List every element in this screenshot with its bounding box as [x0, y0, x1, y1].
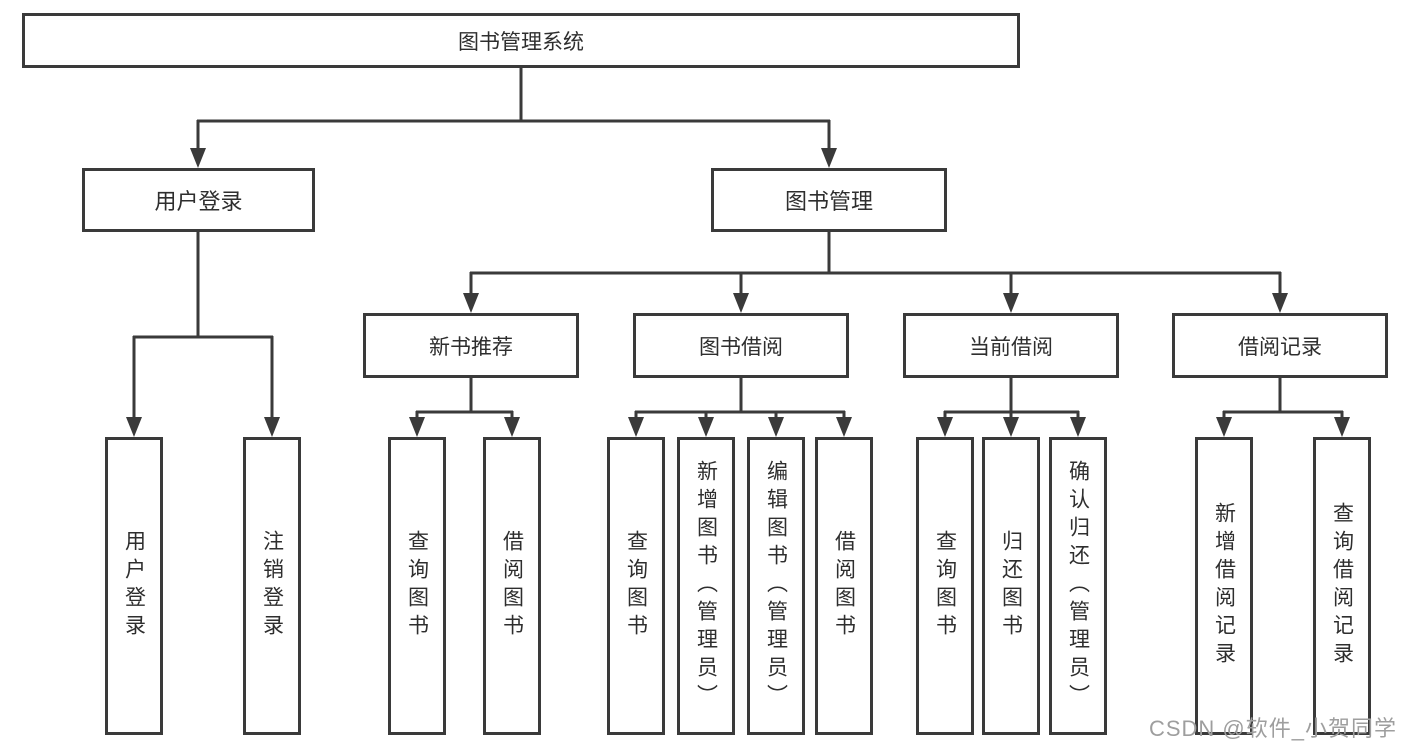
- node-user-login: 用户登录: [82, 168, 315, 232]
- node-borrow-records: 借阅记录: [1172, 313, 1388, 378]
- node-confirm-return-admin: 确认归还（管理员）: [1049, 437, 1107, 735]
- node-current-borrow: 当前借阅: [903, 313, 1119, 378]
- csdn-watermark: CSDN @软件_小贺同学: [1148, 716, 1397, 741]
- node-edit-book-admin: 编辑图书（管理员）: [747, 437, 805, 735]
- node-borrow-book-recommend: 借阅图书: [483, 437, 541, 735]
- node-query-books-current: 查询图书: [916, 437, 974, 735]
- node-query-borrow-record: 查询借阅记录: [1313, 437, 1371, 735]
- node-logout-action: 注销登录: [243, 437, 301, 735]
- node-root-system: 图书管理系统: [22, 13, 1020, 68]
- node-book-management: 图书管理: [711, 168, 947, 232]
- node-book-borrow: 图书借阅: [633, 313, 849, 378]
- node-borrow-book-borrow: 借阅图书: [815, 437, 873, 735]
- node-add-borrow-record: 新增借阅记录: [1195, 437, 1253, 735]
- node-user-login-action: 用户登录: [105, 437, 163, 735]
- node-return-book: 归还图书: [982, 437, 1040, 735]
- node-query-books-recommend: 查询图书: [388, 437, 446, 735]
- node-query-books-borrow: 查询图书: [607, 437, 665, 735]
- node-add-book-admin: 新增图书（管理员）: [677, 437, 735, 735]
- node-new-book-recommend: 新书推荐: [363, 313, 579, 378]
